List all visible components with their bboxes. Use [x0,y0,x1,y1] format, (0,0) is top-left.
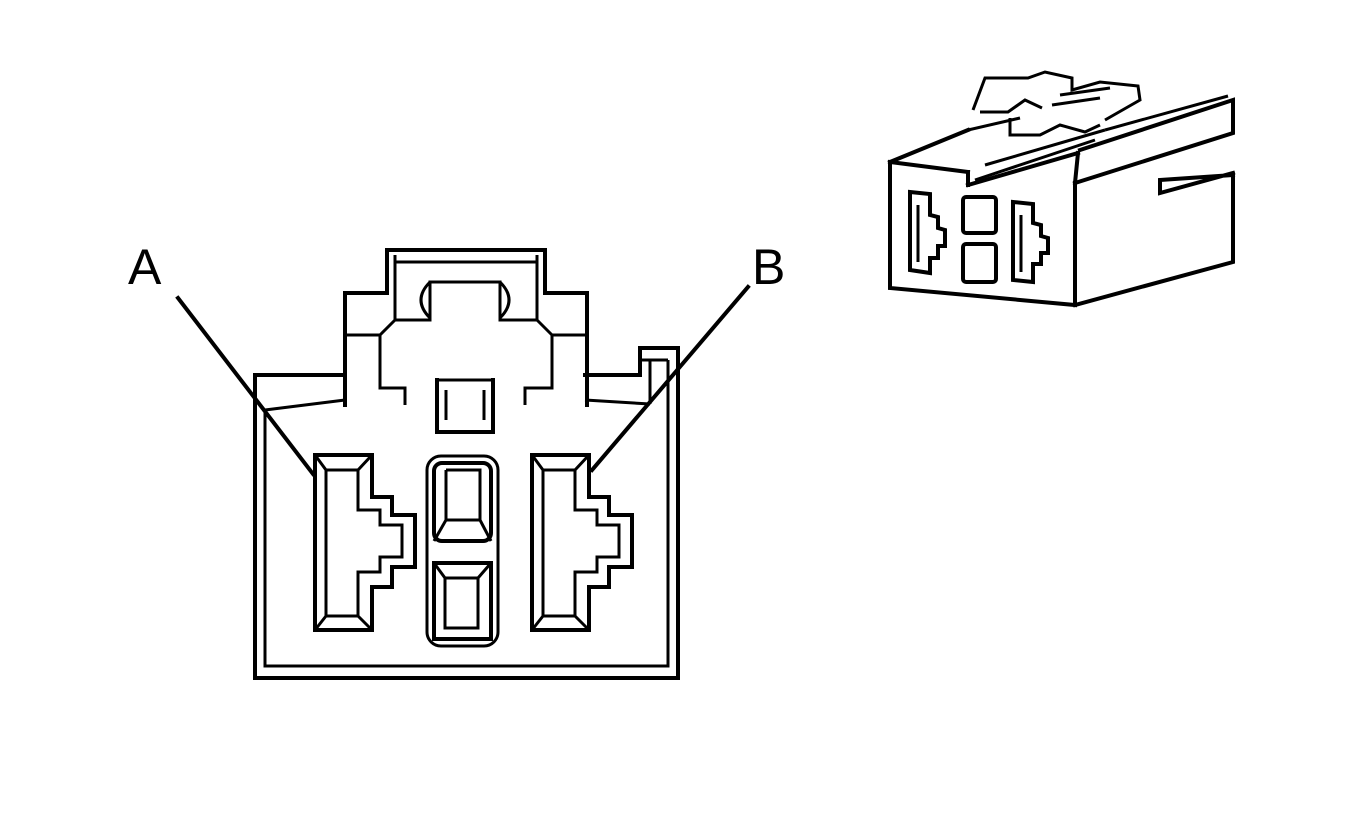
connector-front-view: A B [128,239,785,680]
label-a: A [128,239,162,295]
terminal-cavity-b [530,453,634,632]
center-cavities [425,454,500,648]
latch [343,248,589,434]
housing-outline [253,346,680,680]
callout-line-b [589,284,751,473]
terminal-cavity-a [313,453,417,632]
label-b: B [752,239,785,295]
callout-line-a [175,295,316,477]
connector-isometric-view [887,70,1236,308]
